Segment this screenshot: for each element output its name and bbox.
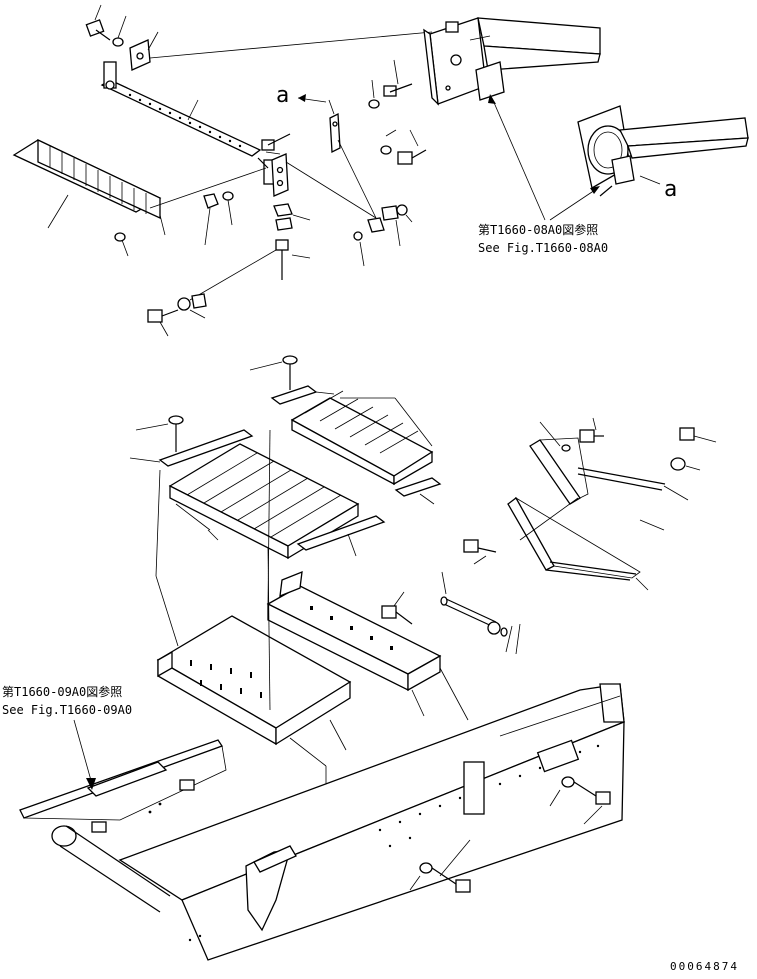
cross-tube — [51, 825, 171, 913]
hanger-bracket — [271, 153, 377, 219]
side-rail-left — [19, 739, 227, 833]
rail-bracket-upper — [129, 31, 433, 71]
ref-left-en: See Fig.T1660-09A0 — [2, 703, 132, 717]
toothed-plate — [12, 138, 267, 236]
step-plate-left — [156, 615, 352, 751]
strip-left — [129, 429, 254, 467]
bolt-frame-right — [549, 776, 611, 825]
bolt-washer-nut-bottom — [147, 293, 207, 337]
perforated-rail — [100, 61, 281, 185]
reference-leaders-top — [488, 94, 600, 221]
strip-top — [270, 385, 335, 405]
vertical-nut-bolt-stack — [189, 203, 311, 301]
bolt-far-right — [663, 427, 717, 501]
link-bar — [328, 99, 377, 219]
callout-a-top: a — [276, 83, 327, 108]
callout-letter-lower: a — [664, 177, 677, 202]
pin-rod — [440, 571, 521, 655]
sheet-number: 00064874 — [670, 960, 739, 973]
bolt-frame-bottom — [409, 839, 471, 893]
beam-mount-lower: a — [577, 105, 749, 202]
bolt-center — [381, 591, 413, 625]
beam-mount-upper — [423, 17, 601, 106]
guard-plate-right — [529, 417, 666, 505]
upper-right-bolts — [368, 59, 427, 165]
small-washers-left — [114, 191, 234, 257]
pad-block-left — [168, 443, 360, 560]
leader-ref-left — [73, 719, 96, 790]
main-frame-beam — [118, 683, 625, 961]
nut-washer-right — [353, 204, 413, 267]
guard-plate-lower — [507, 496, 665, 591]
countersunk-screw-left — [135, 415, 184, 452]
step-plate-right — [266, 570, 469, 721]
ref-top-jp: 第T1660-08A0図参照 — [478, 222, 598, 237]
pad-block-right — [290, 390, 434, 486]
top-bolt-pair — [85, 4, 127, 47]
countersunk-screw-top — [249, 355, 298, 390]
end-bracket — [245, 845, 297, 932]
ref-top-en: See Fig.T1660-08A0 — [478, 241, 608, 255]
strip-right — [394, 477, 442, 505]
callout-letter: a — [276, 83, 289, 108]
bolt-mid-right — [463, 539, 497, 565]
ref-left-jp: 第T1660-09A0図参照 — [2, 684, 122, 699]
mid-bolt — [261, 133, 291, 155]
strip-bottom — [296, 515, 386, 557]
